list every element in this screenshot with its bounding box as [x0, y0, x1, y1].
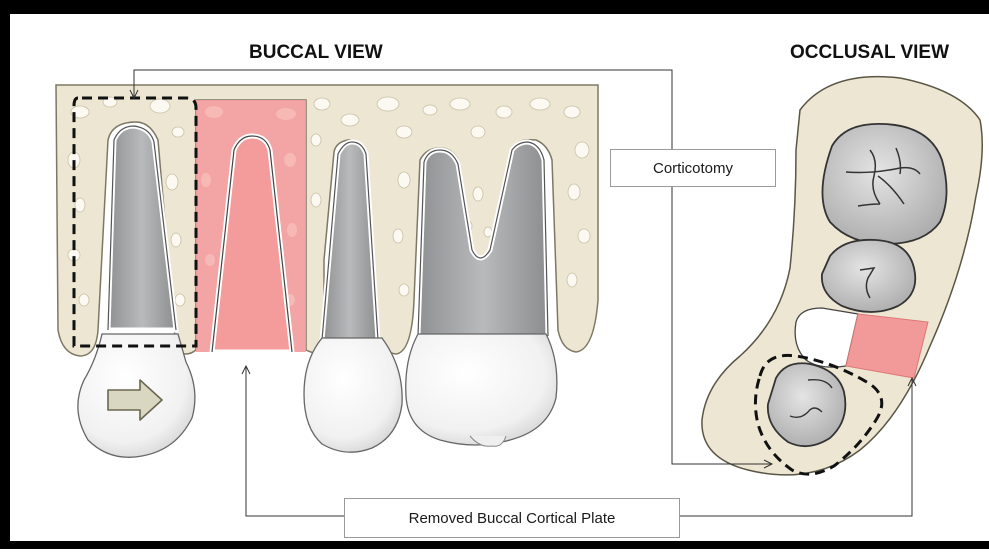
tooth-3-crown	[304, 338, 402, 452]
occlusal-view	[702, 77, 982, 475]
corticotomy-label: Corticotomy	[610, 149, 776, 187]
removed-plate-label: Removed Buccal Cortical Plate	[344, 498, 680, 538]
occlusal-canine	[768, 363, 846, 446]
buccal-view	[56, 85, 598, 457]
buccal-view-title: BUCCAL VIEW	[249, 42, 383, 64]
occlusal-removed-plate	[846, 314, 928, 378]
occlusal-view-title: OCCLUSAL VIEW	[790, 42, 949, 64]
occlusal-molar	[822, 124, 946, 244]
tooth-4-crown	[406, 334, 557, 445]
